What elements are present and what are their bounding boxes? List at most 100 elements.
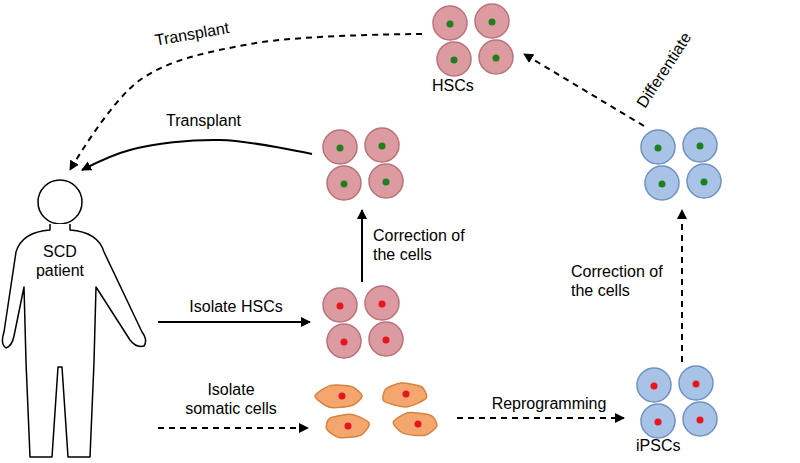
cell: [433, 6, 467, 40]
cell: [323, 288, 357, 322]
somatic-cell-body: [383, 383, 427, 407]
cell-nucleus: [697, 143, 704, 150]
cell-nucleus: [693, 381, 700, 388]
cell-nucleus: [655, 145, 662, 152]
cell-body: [679, 366, 713, 400]
cell-nucleus: [403, 391, 410, 398]
step-label: Correction of the cells: [372, 226, 482, 264]
cell-nucleus: [701, 179, 708, 186]
cell-body: [327, 324, 361, 358]
cell-body: [479, 40, 513, 74]
cell-body: [437, 42, 471, 76]
dashed-arrow: [681, 210, 683, 362]
cell-illustration: [318, 286, 408, 362]
solid-arrow: [361, 210, 363, 282]
somatic-cell: [326, 414, 369, 437]
dashed-arrow: [524, 54, 644, 126]
cell-nucleus: [379, 301, 386, 308]
cell-body: [637, 368, 671, 402]
cell-body: [327, 166, 361, 200]
cell-body: [683, 402, 717, 436]
cell: [479, 40, 513, 74]
cell: [437, 42, 471, 76]
cell-nucleus: [379, 143, 386, 150]
cell-body: [365, 286, 399, 320]
cell: [641, 404, 675, 438]
cell-group: [636, 128, 726, 204]
patient-figure: SCD patient: [0, 172, 152, 463]
cell-body: [641, 130, 675, 164]
cell: [327, 166, 361, 200]
person-outline: [0, 172, 152, 463]
somatic-cell-body: [326, 414, 369, 437]
cell-body: [433, 6, 467, 40]
person-head: [38, 180, 82, 224]
somatic-cell: [315, 385, 362, 408]
cell-nucleus: [493, 55, 500, 62]
dashed-arrow: [70, 34, 422, 170]
cell: [365, 128, 399, 162]
cell-illustration: [428, 4, 518, 76]
cell-illustration: [318, 128, 408, 204]
cell-body: [369, 322, 403, 356]
person-body: [2, 224, 145, 457]
cell-body: [369, 164, 403, 198]
cell-nucleus: [651, 383, 658, 390]
cell-nucleus: [341, 181, 348, 188]
cell-nucleus: [339, 393, 346, 400]
cell-body: [641, 404, 675, 438]
cell-illustration: [316, 378, 451, 442]
cell-label: HSCs: [428, 76, 518, 95]
cell-body: [683, 128, 717, 162]
cell-nucleus: [341, 339, 348, 346]
solid-arrow: [82, 140, 312, 170]
solid-arrow: [158, 321, 310, 323]
somatic-cell: [393, 413, 437, 436]
step-label: Isolate somatic cells: [180, 380, 282, 418]
cell: [369, 164, 403, 198]
cell: [369, 322, 403, 356]
somatic-cell-body: [393, 413, 437, 436]
somatic-cell-body: [315, 385, 362, 408]
dashed-arrow: [457, 417, 624, 419]
cell-nucleus: [655, 419, 662, 426]
cell-group: [316, 378, 451, 442]
cell-group: iPSCs: [632, 366, 722, 455]
cell-nucleus: [697, 417, 704, 424]
cell-group: [318, 128, 408, 204]
cell-illustration: [636, 128, 726, 204]
cell-illustration: [632, 366, 722, 436]
step-label: Correction of the cells: [570, 262, 676, 300]
cell-label: iPSCs: [632, 436, 722, 455]
cell-body: [323, 288, 357, 322]
cell-nucleus: [451, 57, 458, 64]
cell: [323, 130, 357, 164]
cell-body: [365, 128, 399, 162]
cell: [679, 366, 713, 400]
dashed-arrow: [158, 427, 308, 429]
cell: [645, 166, 679, 200]
cell-body: [687, 164, 721, 198]
cell: [327, 324, 361, 358]
cell-nucleus: [345, 423, 352, 430]
somatic-cell: [383, 383, 427, 407]
cell: [683, 402, 717, 436]
patient-label: SCD patient: [26, 242, 94, 280]
cell-body: [645, 166, 679, 200]
cell-nucleus: [383, 337, 390, 344]
cell: [365, 286, 399, 320]
cell-nucleus: [337, 145, 344, 152]
cell-nucleus: [447, 21, 454, 28]
cell-nucleus: [337, 303, 344, 310]
cell-nucleus: [489, 19, 496, 26]
cell-body: [475, 4, 509, 38]
cell-group: HSCs: [428, 4, 518, 95]
cell: [687, 164, 721, 198]
step-label: Transplant: [165, 111, 242, 130]
cell: [641, 130, 675, 164]
cell-group: [318, 286, 408, 362]
cell-nucleus: [415, 421, 422, 428]
cell-nucleus: [383, 179, 390, 186]
cell: [475, 4, 509, 38]
